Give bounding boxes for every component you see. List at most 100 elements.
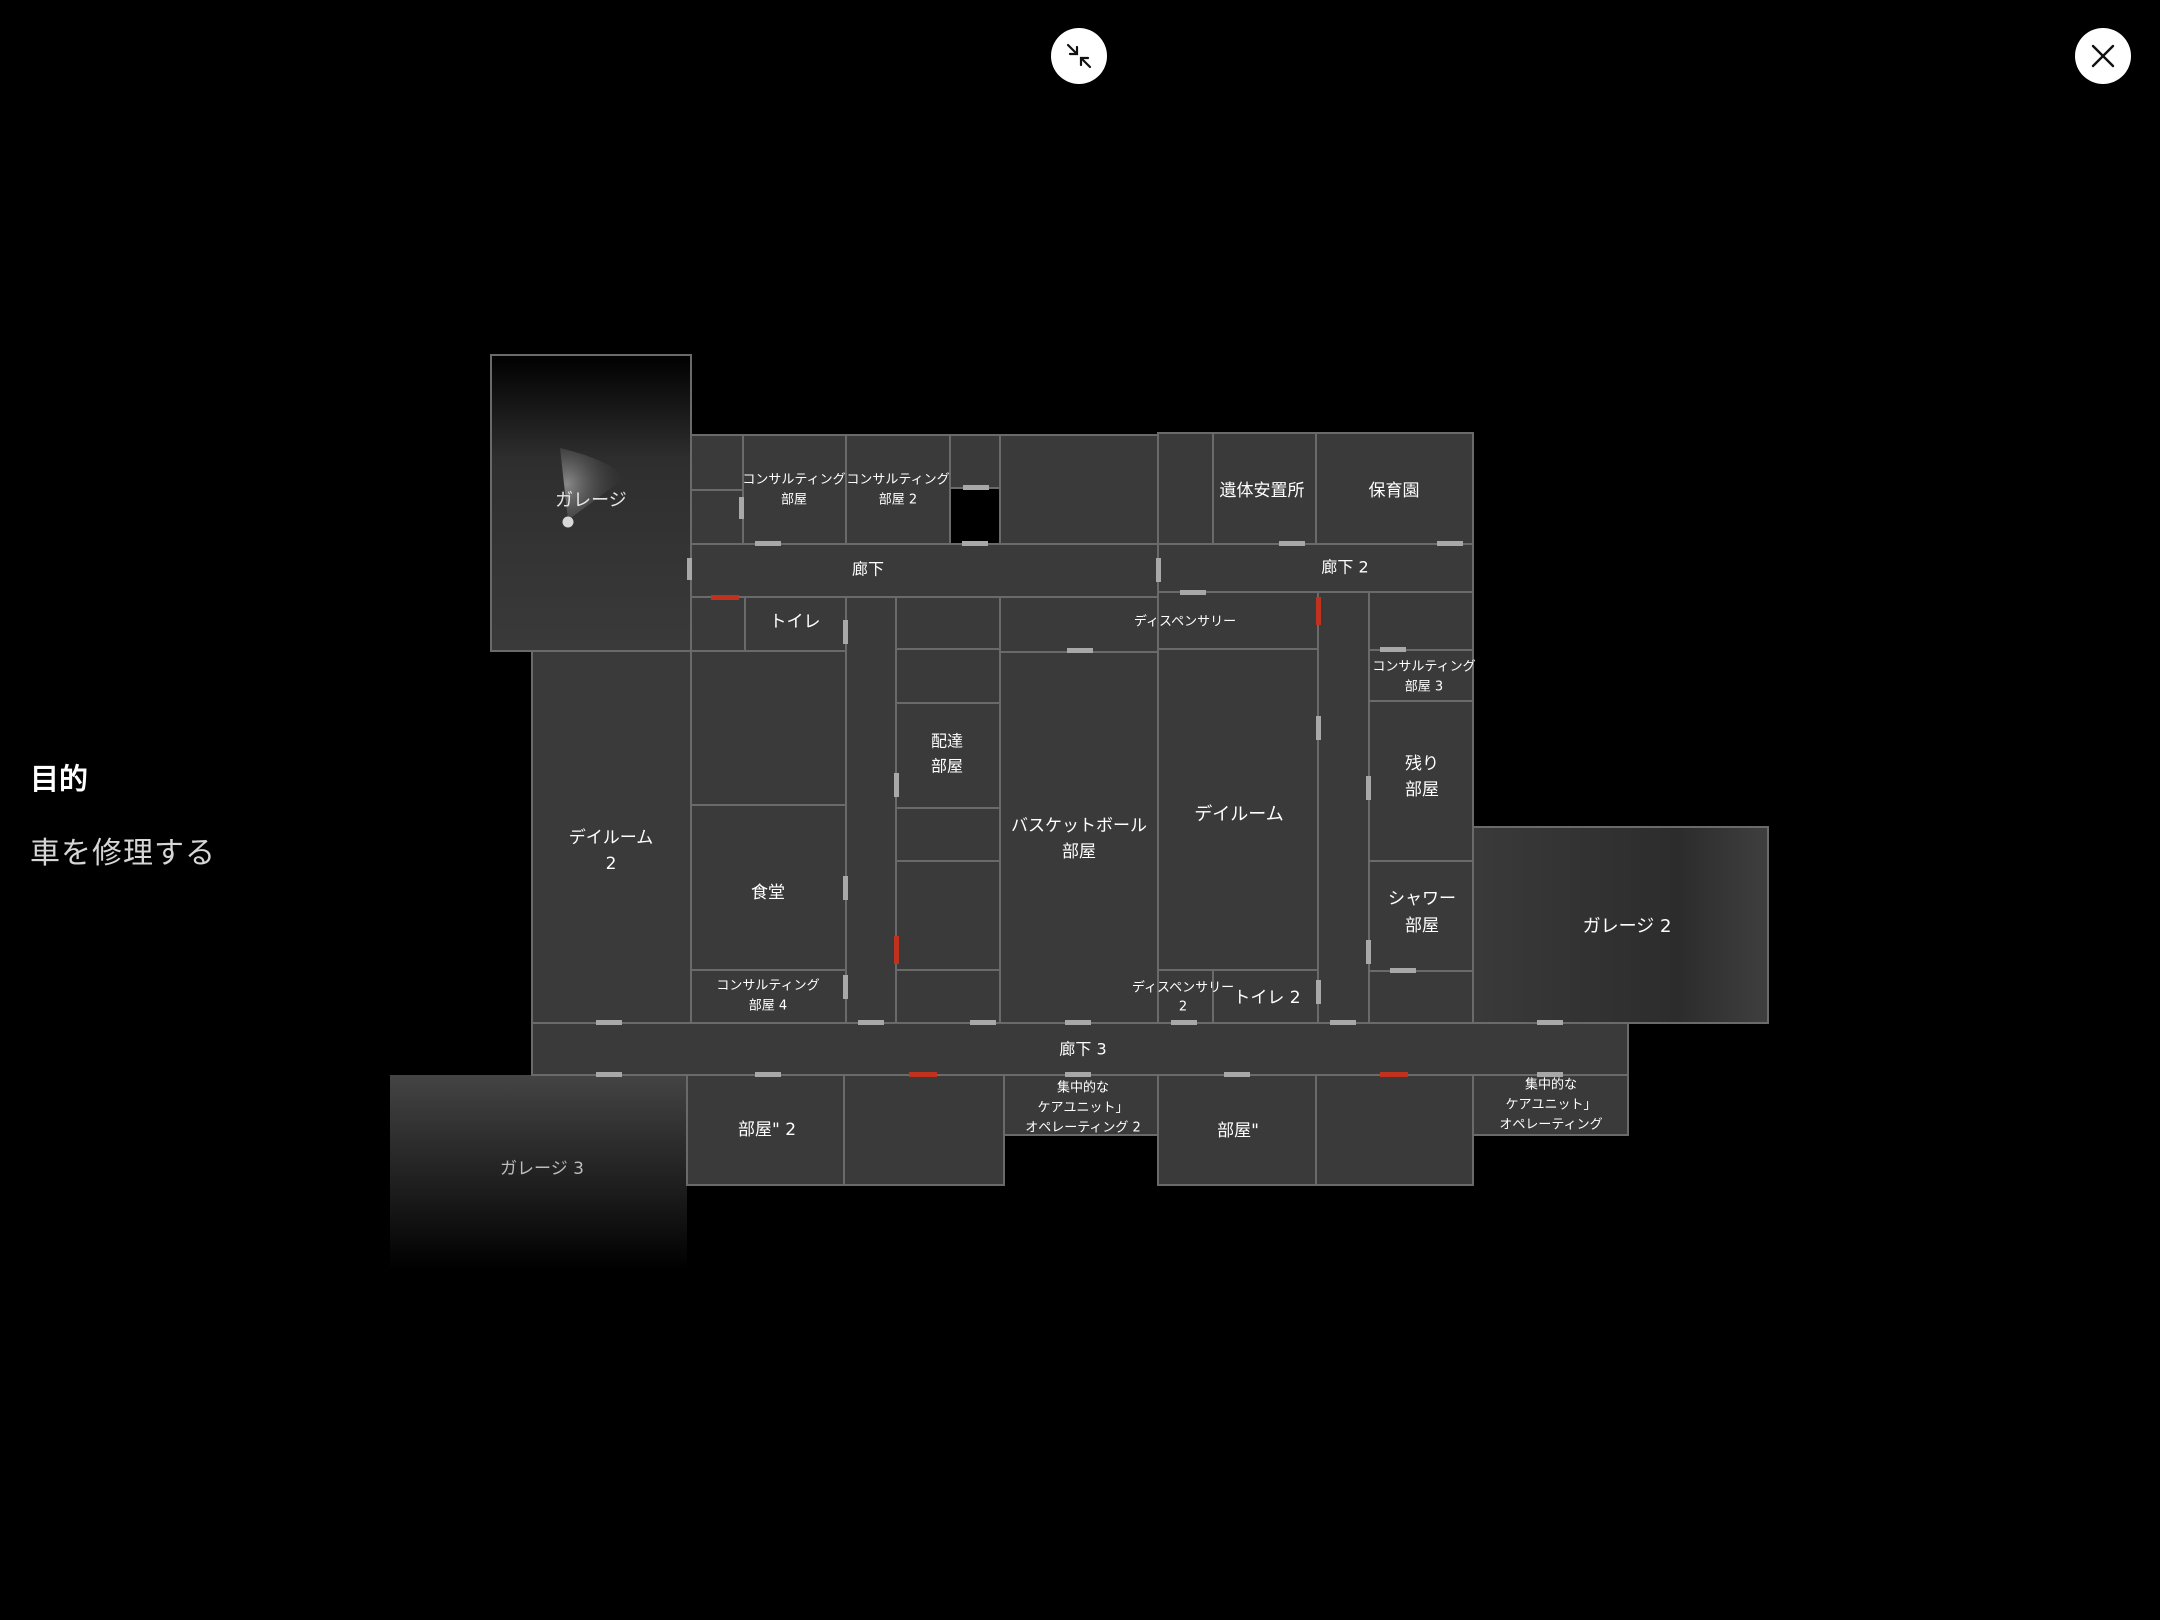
label-consult3-a: コンサルティング [1372,660,1475,675]
room-garage2 [1472,826,1769,1024]
label-icu2-a: 集中的な [1057,1080,1109,1096]
room-delivery-top1 [895,596,1001,650]
door [1065,1020,1091,1025]
door [1316,716,1321,740]
door [1065,1072,1091,1077]
player-marker [562,516,574,528]
door [1330,1020,1356,1025]
label-toilet: トイレ [770,612,821,632]
door [962,541,988,546]
door [1171,1020,1197,1025]
collapse-map-button[interactable] [1051,28,1107,84]
room-consult-small-a [690,434,744,491]
label-dayroom2-b: 2 [606,854,617,874]
room-top-right-closet [1157,432,1214,545]
label-consult2-a: コンサルティング [846,473,949,488]
door [1366,776,1371,800]
room-east-corridor [1317,591,1370,1024]
room-right-bottom-closet [1368,970,1474,1024]
label-icu2-b: ケアユニット」 [1037,1101,1128,1116]
locked-door [1380,1072,1408,1077]
label-dayroom: デイルーム [1194,804,1283,825]
label-garage3: ガレージ 3 [500,1159,584,1179]
room-consult4 [690,969,847,1024]
door [1537,1072,1563,1077]
door [843,620,848,644]
label-consult1-b: 部屋 [781,493,807,508]
door [1316,980,1321,1004]
label-morgue: 遺体安置所 [1220,481,1305,501]
door [894,773,899,797]
player-view-cone [560,448,625,520]
room-delivery-mid [895,807,1001,862]
door [1067,648,1093,653]
room-right-top-closet [1368,591,1474,651]
label-consult3-b: 部屋 3 [1405,680,1443,695]
label-corridor: 廊下 [852,560,884,579]
label-nursery: 保育園 [1369,481,1420,501]
label-shower-a: シャワー [1388,889,1456,909]
label-consult4-a: コンサルティング [716,979,819,994]
close-x-icon [2091,44,2115,68]
label-corridor3: 廊下 3 [1059,1040,1106,1059]
label-delivery-a: 配達 [931,732,963,751]
room-consult3 [1368,649,1474,702]
room-basketball [999,651,1159,1024]
close-map-button[interactable] [2075,28,2131,84]
label-consult1-a: コンサルティング [742,473,845,488]
label-garage: ガレージ [555,490,627,511]
room-delivery [895,702,1001,809]
door [1366,940,1371,964]
label-garage2: ガレージ 2 [1583,916,1672,937]
door [1279,541,1305,546]
room-delivery-low [895,860,1001,971]
door [755,541,781,546]
collapse-arrows-icon [1066,43,1092,69]
label-toilet2: トイレ 2 [1233,988,1300,1008]
room-corridor3 [531,1022,1629,1076]
door [1537,1020,1563,1025]
label-consult4-b: 部屋 4 [749,999,787,1014]
label-corridor2: 廊下 2 [1321,558,1368,577]
locked-door [1316,597,1321,625]
label-dispensary2-b: 2 [1179,1000,1187,1015]
label-shower-b: 部屋 [1405,916,1439,936]
room-corridor2 [1157,543,1474,593]
room-west-corridor [845,596,897,1024]
room-icu [1472,1074,1629,1136]
door [1224,1072,1250,1077]
label-canteen: 食堂 [751,883,785,903]
locked-door [909,1072,937,1077]
label-dispensary2-a: ディスペンサリー [1132,980,1234,996]
room-upper-mid [999,434,1159,545]
label-consult2-b: 部屋 2 [879,493,917,508]
door [858,1020,884,1025]
room-delivery-top2 [895,648,1001,704]
label-basketball-a: バスケットボール [1011,816,1147,836]
label-room: 部屋" [1217,1121,1259,1141]
label-dispensary: ディスペンサリー [1134,614,1236,630]
room-delivery-bottom [895,969,1001,1024]
room-room2 [686,1074,845,1186]
room-left-hall [690,650,847,806]
door [1437,541,1463,546]
label-basketball-b: 部屋 [1062,842,1096,862]
label-room2: 部屋" 2 [738,1120,796,1140]
objective-heading: 目的 [30,762,89,796]
room-consult-small-b [690,489,744,545]
room-bottom-a [843,1074,1005,1186]
room-toilet-entry [690,596,746,652]
room-consult2-closet [949,434,1001,489]
room-toilet2 [1212,969,1319,1024]
room-consult1 [742,434,847,545]
door [596,1020,622,1025]
label-icu-a: 集中的な [1525,1077,1577,1093]
room-nursery [1315,432,1474,545]
door [1180,590,1206,595]
room-remain [1368,700,1474,862]
label-icu-b: ケアユニット」 [1505,1098,1596,1113]
room-dispensary2 [1157,969,1214,1024]
door [1156,558,1161,582]
room-shower [1368,860,1474,972]
